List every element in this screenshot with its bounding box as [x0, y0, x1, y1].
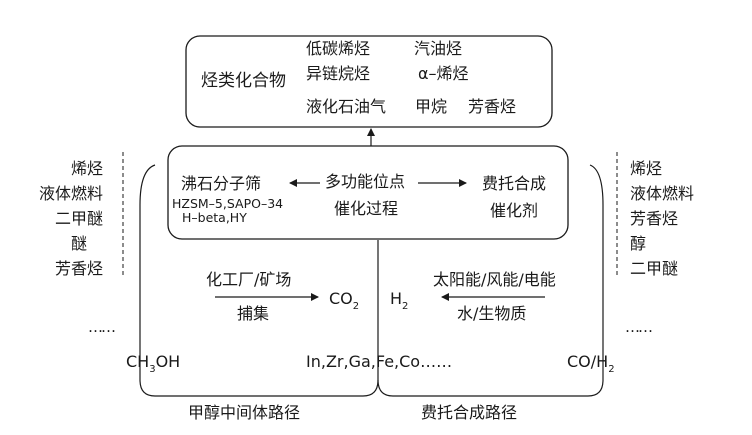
right-product: 芳香烃	[630, 209, 679, 228]
catalysis-center-line2: 催化过程	[334, 199, 399, 218]
right-route-bracket	[377, 164, 604, 397]
right-product: 烯烃	[630, 159, 663, 178]
co2-formula: CO2	[329, 289, 360, 312]
route-ft-label: 费托合成路径	[421, 403, 518, 422]
product-item: 低碳烯烃	[306, 39, 371, 58]
product-item: 汽油烃	[414, 39, 463, 58]
co2-source-line2: 捕集	[237, 304, 270, 323]
left-ellipsis: ……	[88, 318, 116, 336]
h2-source-line1: 太阳能/风能/电能	[433, 270, 556, 289]
left-product: 二甲醚	[55, 209, 104, 228]
left-product: 芳香烃	[55, 259, 104, 278]
right-product: 醇	[630, 234, 647, 253]
route-methanol-label: 甲醇中间体路径	[188, 403, 301, 422]
catalysis-center-line1: 多功能位点	[325, 172, 406, 191]
zeolite-types-line2: H–beta,HY	[182, 210, 247, 225]
right-ellipsis: ……	[625, 318, 653, 336]
right-product: 液体燃料	[630, 184, 695, 203]
product-item: 芳香烃	[468, 97, 517, 116]
left-product: 醚	[71, 234, 88, 253]
co-h2-formula: CO/H2	[567, 352, 615, 375]
left-route-bracket	[139, 164, 379, 397]
product-item: α–烯烃	[418, 64, 469, 83]
product-item: 液化石油气	[306, 97, 387, 116]
left-product: 液体燃料	[39, 184, 104, 203]
metals-list: In,Zr,Ga,Fe,Co……	[306, 352, 453, 371]
product-item: 异链烷烃	[306, 64, 371, 83]
zeolite-types-line1: HZSM–5,SAPO–34	[172, 196, 284, 211]
products-box	[185, 35, 553, 128]
ch3oh-formula: CH3OH	[126, 352, 181, 375]
h2-source-line2: 水/生物质	[457, 304, 527, 323]
right-product: 二甲醚	[630, 259, 679, 278]
products-title: 烃类化合物	[201, 71, 286, 91]
h2-formula: H2	[390, 289, 409, 312]
co2-source-line1: 化工厂/矿场	[206, 270, 292, 289]
ft-catalyst-line2: 催化剂	[490, 201, 539, 220]
catalyst-box	[167, 145, 569, 240]
ft-catalyst-line1: 费托合成	[482, 174, 547, 193]
left-product: 烯烃	[71, 159, 104, 178]
zeolite-title: 沸石分子筛	[181, 174, 262, 193]
product-item: 甲烷	[415, 97, 448, 116]
